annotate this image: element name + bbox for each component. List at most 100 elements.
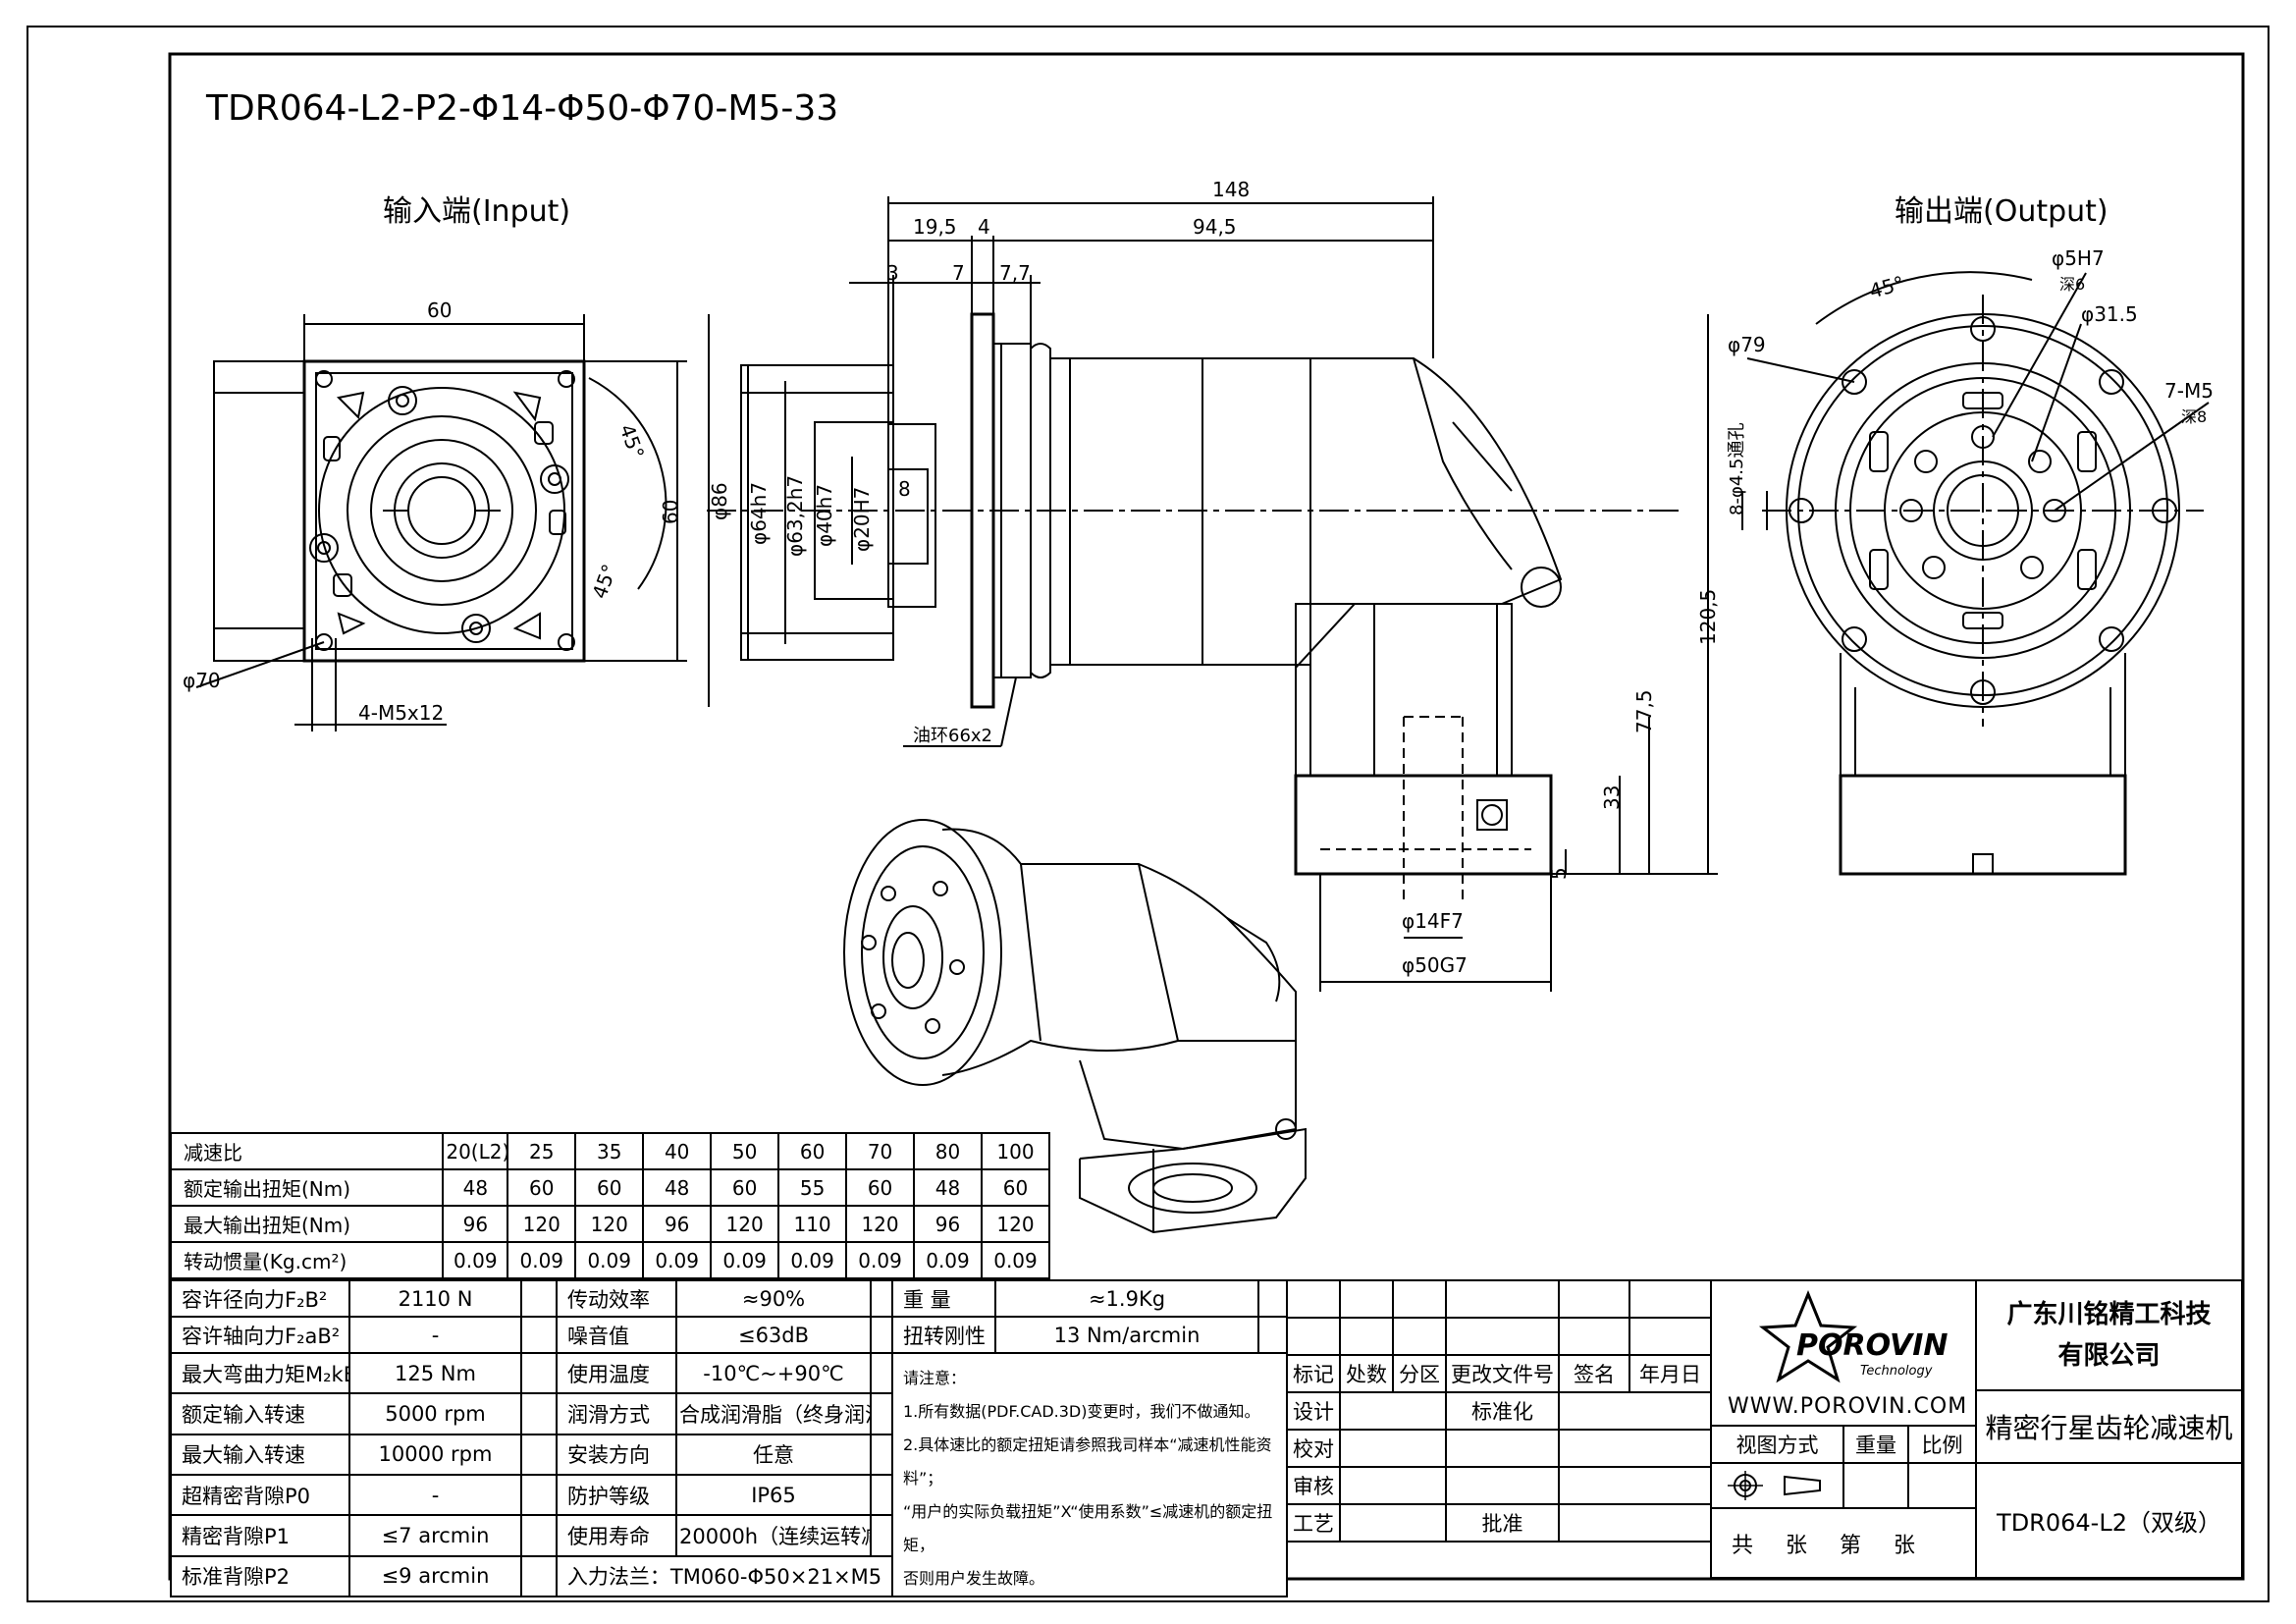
spec-value: 20000h（连续运转减半） [675, 1514, 872, 1557]
scale-value [1907, 1462, 1977, 1509]
approve-label: 批准 [1445, 1503, 1560, 1543]
side-dim-h120: 120,5 [1696, 589, 1720, 645]
ratio-cell: 48 [913, 1168, 983, 1207]
ratio-cell: 40 [642, 1132, 713, 1170]
company-website: WWW.POROVIN.COM [1728, 1394, 1968, 1419]
input-dim-holes: 4-M5x12 [358, 701, 444, 725]
spec-value: ≤63dB [675, 1316, 872, 1354]
input-view-dims: 60 60 45° 45° φ70 4-M5x12 [183, 298, 682, 725]
side-dim-h5: 5 [1547, 867, 1571, 880]
spec-key: 防护等级 [556, 1473, 677, 1517]
rev-header: 年月日 [1629, 1354, 1712, 1393]
output-view: 输出端(Output) [1741, 194, 2210, 876]
scale-label: 比例 [1907, 1425, 1977, 1464]
notes-line: 否则用户发生故障。 [903, 1569, 1045, 1588]
ratio-cell: 60 [980, 1168, 1051, 1207]
side-dim-dia63: φ63,2h7 [783, 475, 807, 557]
spec-key: 扭转刚性 [891, 1316, 996, 1354]
spec-value: 125 Nm [348, 1351, 522, 1395]
side-dim-dia64: φ64h7 [747, 482, 771, 545]
side-dim-dia40: φ40h7 [813, 484, 836, 547]
spec-key: 容许轴向力F₂aB² [170, 1316, 350, 1354]
notes-line: 2.具体速比的额定扭矩请参照我司样本“减速机性能资料”； [903, 1435, 1272, 1488]
weight-label: 重量 [1842, 1425, 1909, 1464]
ratio-cell: 0.09 [777, 1241, 848, 1279]
ratio-cell: 120 [980, 1205, 1051, 1243]
side-dim-d1: 19,5 [913, 215, 957, 239]
ratio-cell: 96 [642, 1205, 713, 1243]
ratio-cell: 25 [507, 1132, 577, 1170]
spec-value: -10℃~+90℃ [675, 1351, 872, 1395]
spec-value: ≤7 arcmin [348, 1514, 522, 1557]
ratio-row-label: 转动惯量(Kg.cm²) [169, 1241, 445, 1279]
rev-header: 更改文件号 [1445, 1354, 1560, 1393]
ratio-cell: 120 [574, 1205, 645, 1243]
notes-line: “用户的实际负载扭矩”X“使用系数”≤减速机的额定扭矩， [903, 1502, 1273, 1554]
input-view: 输入端(Input) [195, 194, 687, 731]
company-name-line1: 广东川铭精工科技 [2006, 1300, 2212, 1329]
output-dim-holes-through: 8-φ4.5通孔 [1727, 423, 1747, 515]
spec-value: 5000 rpm [348, 1392, 522, 1435]
spec-value: 13 Nm/arcmin [994, 1316, 1259, 1354]
spec-value: ≤9 arcmin [348, 1554, 522, 1598]
side-dim-h77: 77,5 [1632, 689, 1656, 733]
ratio-cell: 120 [845, 1205, 916, 1243]
input-view-label: 输入端(Input) [383, 194, 570, 229]
side-dim-bore14: φ14F7 [1402, 909, 1464, 933]
sheet-count: 共 张 第 张 [1710, 1507, 1977, 1579]
rev-header: 处数 [1339, 1354, 1394, 1393]
projection-symbol [1710, 1462, 1844, 1509]
rev-header: 签名 [1558, 1354, 1630, 1393]
ratio-cell: 35 [574, 1132, 645, 1170]
spec-value: ≈90% [675, 1279, 872, 1318]
ratio-cell: 0.09 [913, 1241, 983, 1279]
rev-header: 标记 [1286, 1354, 1341, 1393]
ratio-cell: 0.09 [845, 1241, 916, 1279]
ratio-cell: 120 [507, 1205, 577, 1243]
output-dim-tapped-depth: 深8 [2181, 407, 2207, 426]
spec-key: 使用温度 [556, 1351, 677, 1395]
ratio-row-label: 减速比 [169, 1132, 445, 1170]
ratio-cell: 60 [845, 1168, 916, 1207]
ratio-cell: 60 [710, 1168, 780, 1207]
ratio-row-label: 最大输出扭矩(Nm) [169, 1205, 445, 1243]
spec-value: 10000 rpm [348, 1433, 522, 1476]
spec-value: 合成润滑脂（终身润滑） [675, 1392, 872, 1435]
side-dim-d5: 7 [952, 261, 965, 285]
side-dim-d4: 3 [886, 261, 899, 285]
side-view-dims: 148 19,5 4 94,5 3 7 7,7 8 φ86 φ64h7 φ63,… [708, 178, 1720, 977]
ratio-row-label: 额定输出扭矩(Nm) [169, 1168, 445, 1207]
spec-key: 精密背隙P1 [170, 1514, 350, 1557]
input-dim-height: 60 [659, 500, 682, 524]
flange-spec: 入力法兰：TM060-Φ50×21×M5 [556, 1554, 893, 1598]
weight-value [1842, 1462, 1909, 1509]
ratio-cell: 0.09 [442, 1241, 509, 1279]
side-dim-key: 8 [898, 477, 911, 501]
spec-key: 噪音值 [556, 1316, 677, 1354]
ratio-cell: 0.09 [642, 1241, 713, 1279]
side-dim-d2: 4 [978, 215, 990, 239]
output-view-dims: 45° φ5H7 深6 φ31.5 φ79 8-φ4.5通孔 7-M5 深8 [1727, 246, 2214, 515]
output-view-label: 输出端(Output) [1895, 194, 2109, 229]
logo-subtext: Technology [1860, 1364, 1933, 1379]
spec-value: IP65 [675, 1473, 872, 1517]
output-dim-pcd-outer: φ79 [1728, 333, 1766, 356]
side-dim-bore50: φ50G7 [1402, 953, 1468, 977]
side-dim-oring: 油环66x2 [913, 726, 992, 746]
spec-key: 润滑方式 [556, 1392, 677, 1435]
spec-value: 任意 [675, 1433, 872, 1476]
ratio-cell: 0.09 [710, 1241, 780, 1279]
spec-key: 使用寿命 [556, 1514, 677, 1557]
ratio-cell: 0.09 [980, 1241, 1051, 1279]
logo-text: POROVIN [1796, 1328, 1949, 1363]
company-name-line2: 有限公司 [2057, 1341, 2161, 1371]
model-number: TDR064-L2（双级） [1975, 1462, 2243, 1579]
spec-key: 超精密背隙P0 [170, 1473, 350, 1517]
ratio-cell: 80 [913, 1132, 983, 1170]
product-name: 精密行星齿轮减速机 [1975, 1389, 2243, 1464]
notes-line: 1.所有数据(PDF.CAD.3D)变更时，我们不做通知。 [903, 1402, 1260, 1421]
side-dim-dia86: φ86 [708, 482, 731, 520]
